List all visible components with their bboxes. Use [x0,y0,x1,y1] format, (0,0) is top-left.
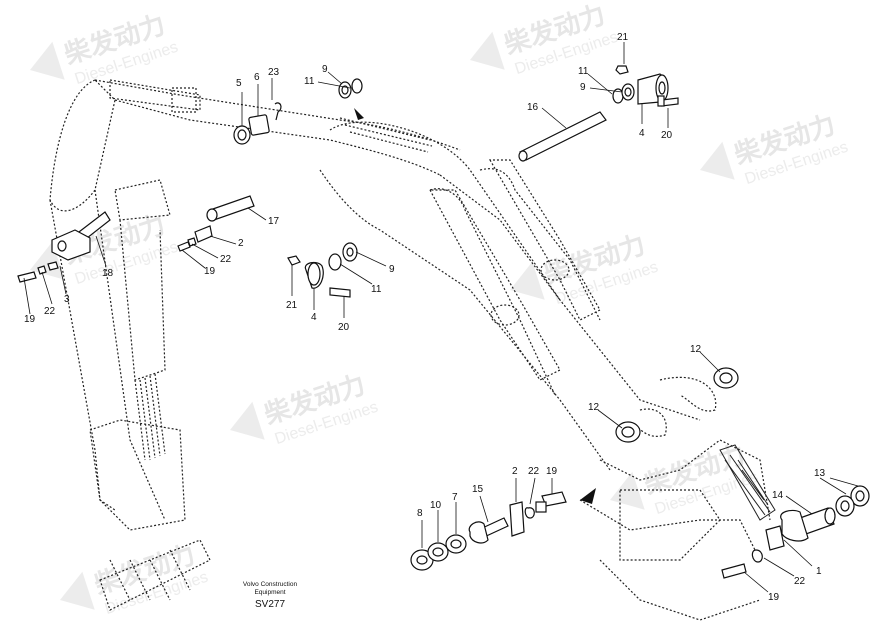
callout-7: 7 [452,492,458,503]
callout-13: 13 [814,468,826,479]
watermark-layer: 柴发动力 Diesel-Engines 柴发动力 Diesel-Engines … [30,0,850,618]
callout-18: 18 [102,268,114,279]
part-22-washer-d [524,507,535,519]
linkage-hatch [719,444,776,521]
part-23-lock-pin [274,102,282,121]
callout-19-a: 19 [204,266,216,277]
callout-11-c: 11 [371,284,382,295]
callout-22-c: 22 [528,466,540,477]
callout-9-a: 9 [322,64,328,75]
part-3-nut [47,261,59,271]
watermark-4: 柴发动力 Diesel-Engines [510,229,660,308]
callout-10: 10 [430,500,442,511]
part-19-bolt-d [721,563,747,579]
watermark-8: 柴发动力 Diesel-Engines [610,439,760,518]
callout-5: 5 [236,78,242,89]
watermark-6: 柴发动力 Diesel-Engines [700,109,850,188]
callout-23: 23 [268,67,280,78]
footer-line-2: Equipment [254,589,285,596]
callout-11-b: 11 [578,66,589,77]
part-20-bolt-b [329,287,351,298]
footer-line-1: Volvo Construction [243,581,298,588]
diagram-footer: Volvo Construction Equipment SV277 [243,581,298,610]
callout-20-a: 20 [661,130,673,141]
arrow-markers [354,108,596,504]
part-18-plate [51,229,91,261]
callout-9-c: 9 [389,264,395,275]
part-19-bolt-a [177,241,191,252]
part-21-nut-b [287,255,301,266]
callout-22-a: 22 [220,254,232,265]
callout-19-b: 19 [24,314,36,325]
callout-20-b: 20 [338,322,350,333]
leader-lines [23,42,859,593]
callout-2-b: 2 [512,466,518,477]
callout-17: 17 [268,216,280,227]
watermark-1: 柴发动力 Diesel-Engines [30,9,180,88]
callout-11-a: 11 [304,76,315,87]
callout-19-c: 19 [546,466,558,477]
callout-19-d: 19 [768,592,780,603]
parts-layer [17,65,870,579]
callout-4-b: 4 [311,312,317,323]
part-19-bolt-b [17,271,37,283]
callout-12-a: 12 [690,344,702,355]
boom-outline [49,79,771,621]
callout-14: 14 [772,490,784,501]
callout-3: 3 [64,294,70,305]
watermark-5: 柴发动力 Diesel-Engines [230,369,380,448]
footer-code: SV277 [255,599,285,610]
callout-1: 1 [816,566,822,577]
part-11-shim-c [328,253,342,271]
part-21-nut-a [615,65,629,75]
part-1-plate [765,525,785,551]
callout-15: 15 [472,484,484,495]
callout-12-b: 12 [588,402,600,413]
part-16-long-pin [519,111,607,161]
callout-22-b: 22 [44,306,56,317]
watermark-7: 柴发动力 Diesel-Engines [60,539,210,618]
callout-labels: 23 6 5 9 11 21 11 9 4 20 16 17 2 22 19 1… [24,32,826,603]
callout-2-a: 2 [238,238,244,249]
part-22-washer-b [37,265,47,275]
part-2-plate-b [509,501,525,537]
part-11-shim-a [351,78,363,94]
callout-21-b: 21 [286,300,298,311]
callout-9-b: 9 [580,82,586,93]
callout-16: 16 [527,102,539,113]
callout-21-a: 21 [617,32,629,43]
callout-22-d: 22 [794,576,806,587]
part-22-washer-e [751,549,763,563]
part-6-sleeve [248,114,270,136]
callout-8: 8 [417,508,423,519]
callout-6: 6 [254,72,260,83]
callout-4-a: 4 [639,128,645,139]
part-2-plate-a [194,225,213,243]
watermark-2: 柴发动力 Diesel-Engines [470,0,620,78]
